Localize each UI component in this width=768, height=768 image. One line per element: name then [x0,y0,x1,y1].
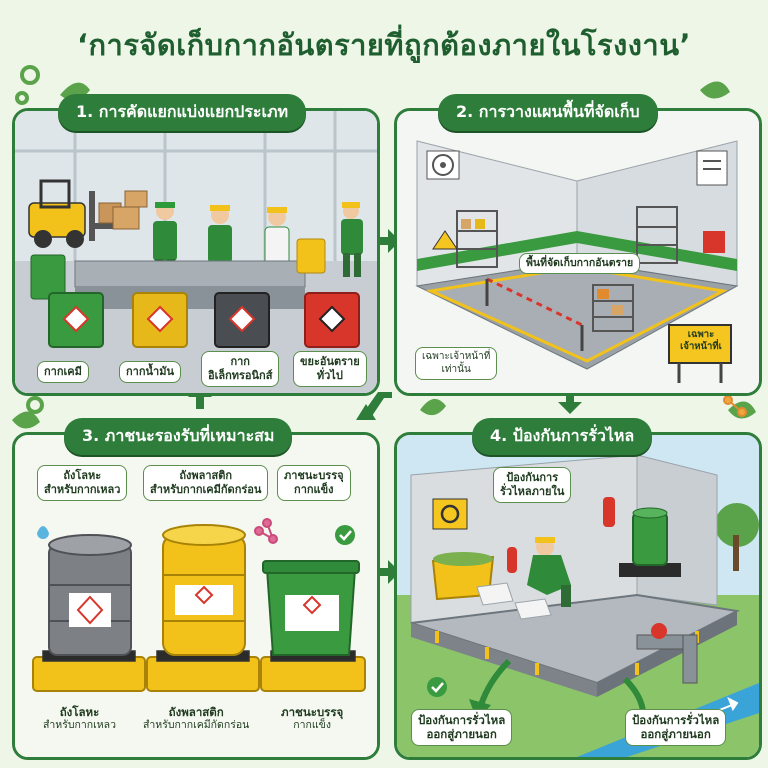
worker-icon [527,537,571,607]
control-panel-icon [696,150,728,186]
top-label-plastic-line2: สำหรับกากเคมีกัดกร่อน [150,482,262,496]
green-drum [619,507,681,577]
page-title: ‘การจัดเก็บกากอันตรายที่ถูกต้องภายในโรงง… [76,28,692,62]
bottom-label-solid-line2: กากแข็ง [293,719,331,732]
zone-label: พื้นที่จัดเก็บกากอันตราย [519,253,641,275]
warning-sign-icon [432,230,458,250]
bin-label-electronic-line1: กาก [230,355,250,368]
bin-label-oil: กากน้ำมัน [119,361,181,383]
staff-only-label-line2: เท่านั้น [441,363,471,375]
check-icon [427,677,447,697]
outside-spill-label-left: ป้องกันการรั่วไหล ออกสู่ภายนอก [411,709,513,746]
flow-arrow-2-to-3 [356,392,392,420]
storage-room-scene [397,111,759,393]
bin-chemical [48,292,104,348]
staff-only-signboard [668,324,732,383]
spill-scene [397,435,759,757]
bin-oil [132,292,188,348]
container-bottom-label-solid: ภาชนะบรรจุ กากแข็ง [281,705,343,733]
panel3-heading: 3. ภาชนะรองรับที่เหมาะสม [64,418,293,455]
bin-label-electronic: กาก อิเล็กทรอนิกส์ [201,351,280,387]
inside-spill-bubble: ป้องกันการ รั่วไหลภายใน [493,467,572,503]
top-label-solid-line2: กากแข็ง [294,482,334,496]
panel-containers: ถังโลหะ สำหรับกากเหลว ถังพลาสติก สำหรับก… [12,432,380,760]
worker-icon [208,205,232,263]
panel4-heading: 4. ป้องกันการรั่วไหล [472,418,653,455]
top-label-plastic-line1: ถังพลาสติก [179,469,233,482]
bottom-label-metal-line2: สำหรับกากเหลว [43,719,116,732]
absorbent-pad [476,582,552,620]
outside-right-line2: ออกสู่ภายนอก [640,727,711,742]
staff-only-label: เฉพาะเจ้าหน้าที่ เท่านั้น [415,347,498,380]
panel-sorting: กากเคมี กากน้ำมัน กาก อิเล็กทรอนิกส์ ขยะ… [12,108,380,396]
staff-sign-line1: เฉพาะ [687,329,715,340]
bin-label-general-line2: ทั่วไป [316,368,343,382]
pipe-valve-icon [636,623,698,684]
inside-spill-line1: ป้องกันการ [506,471,559,484]
spill-pallet [32,656,366,692]
top-label-solid-line1: ภาชนะบรรจุ [284,469,344,482]
solid-waste-container [262,560,360,656]
danger-sign-icon [703,231,725,253]
outside-left-line1: ป้องกันการรั่วไหล [418,713,506,727]
bottom-label-plastic-line2: สำหรับกากเคมีกัดกร่อน [143,719,250,732]
ventilation-fan-icon [426,150,460,180]
check-icon [335,525,355,545]
bin-label-electronic-line2: อิเล็กทรอนิกส์ [208,368,273,382]
outside-spill-label-right: ป้องกันการรั่วไหล ออกสู่ภายนอก [625,709,727,746]
droplet-icon [37,526,49,539]
factory-scene [15,111,377,393]
staff-sign-line2: เจ้าหน้าที่เ [680,340,722,352]
gear-icon [15,65,44,414]
metal-drum [48,534,132,656]
shelf-icon [456,206,678,332]
bin-electronic [214,292,270,348]
panel-storage-planning: พื้นที่จัดเก็บกากอันตราย เฉพาะเจ้าหน้าที… [394,108,762,396]
bin-label-general: ขยะอันตราย ทั่วไป [293,351,367,387]
bin-general-hazard [304,292,360,348]
top-label-metal-line1: ถังโลหะ [63,469,102,482]
inside-spill-line2: รั่วไหลภายใน [500,484,565,498]
container-top-label-solid: ภาชนะบรรจุ กากแข็ง [277,465,351,501]
bottom-label-solid-line1: ภาชนะบรรจุ [281,705,344,719]
panel2-heading: 2. การวางแผนพื้นที่จัดเก็บ [438,94,658,131]
panel1-heading: 1. การคัดแยกแบ่งแยกประเภท [58,94,307,131]
top-label-metal-line2: สำหรับกากเหลว [44,482,121,496]
container-bottom-label-metal: ถังโลหะ สำหรับกากเหลว [43,705,116,733]
container-bottom-label-plastic: ถังพลาสติก สำหรับกากเคมีกัดกร่อน [143,705,249,733]
fire-extinguisher-icon [507,497,615,573]
outside-left-line2: ออกสู่ภายนอก [426,727,497,742]
staff-only-label-line1: เฉพาะเจ้าหน้าที่ [422,351,491,362]
bottom-label-plastic-line1: ถังพลาสติก [168,705,224,719]
bin-label-chemical: กากเคมี [37,361,89,383]
worker-icon [341,202,363,277]
plastic-drum [162,524,246,656]
molecule-icon [254,518,278,544]
outside-right-line1: ป้องกันการรั่วไหล [632,713,720,727]
staff-sign-text: เฉพาะ เจ้าหน้าที่เ [673,329,729,353]
panel-spill-prevention: ป้องกันการ รั่วไหลภายใน ป้องกันการรั่วไห… [394,432,762,760]
bin-label-general-line1: ขยะอันตราย [300,355,360,368]
bottom-label-metal-line1: ถังโลหะ [59,705,100,719]
biohazard-sign-icon [432,498,468,530]
container-top-label-plastic: ถังพลาสติก สำหรับกากเคมีกัดกร่อน [143,465,269,501]
container-top-label-metal: ถังโลหะ สำหรับกากเหลว [37,465,128,501]
